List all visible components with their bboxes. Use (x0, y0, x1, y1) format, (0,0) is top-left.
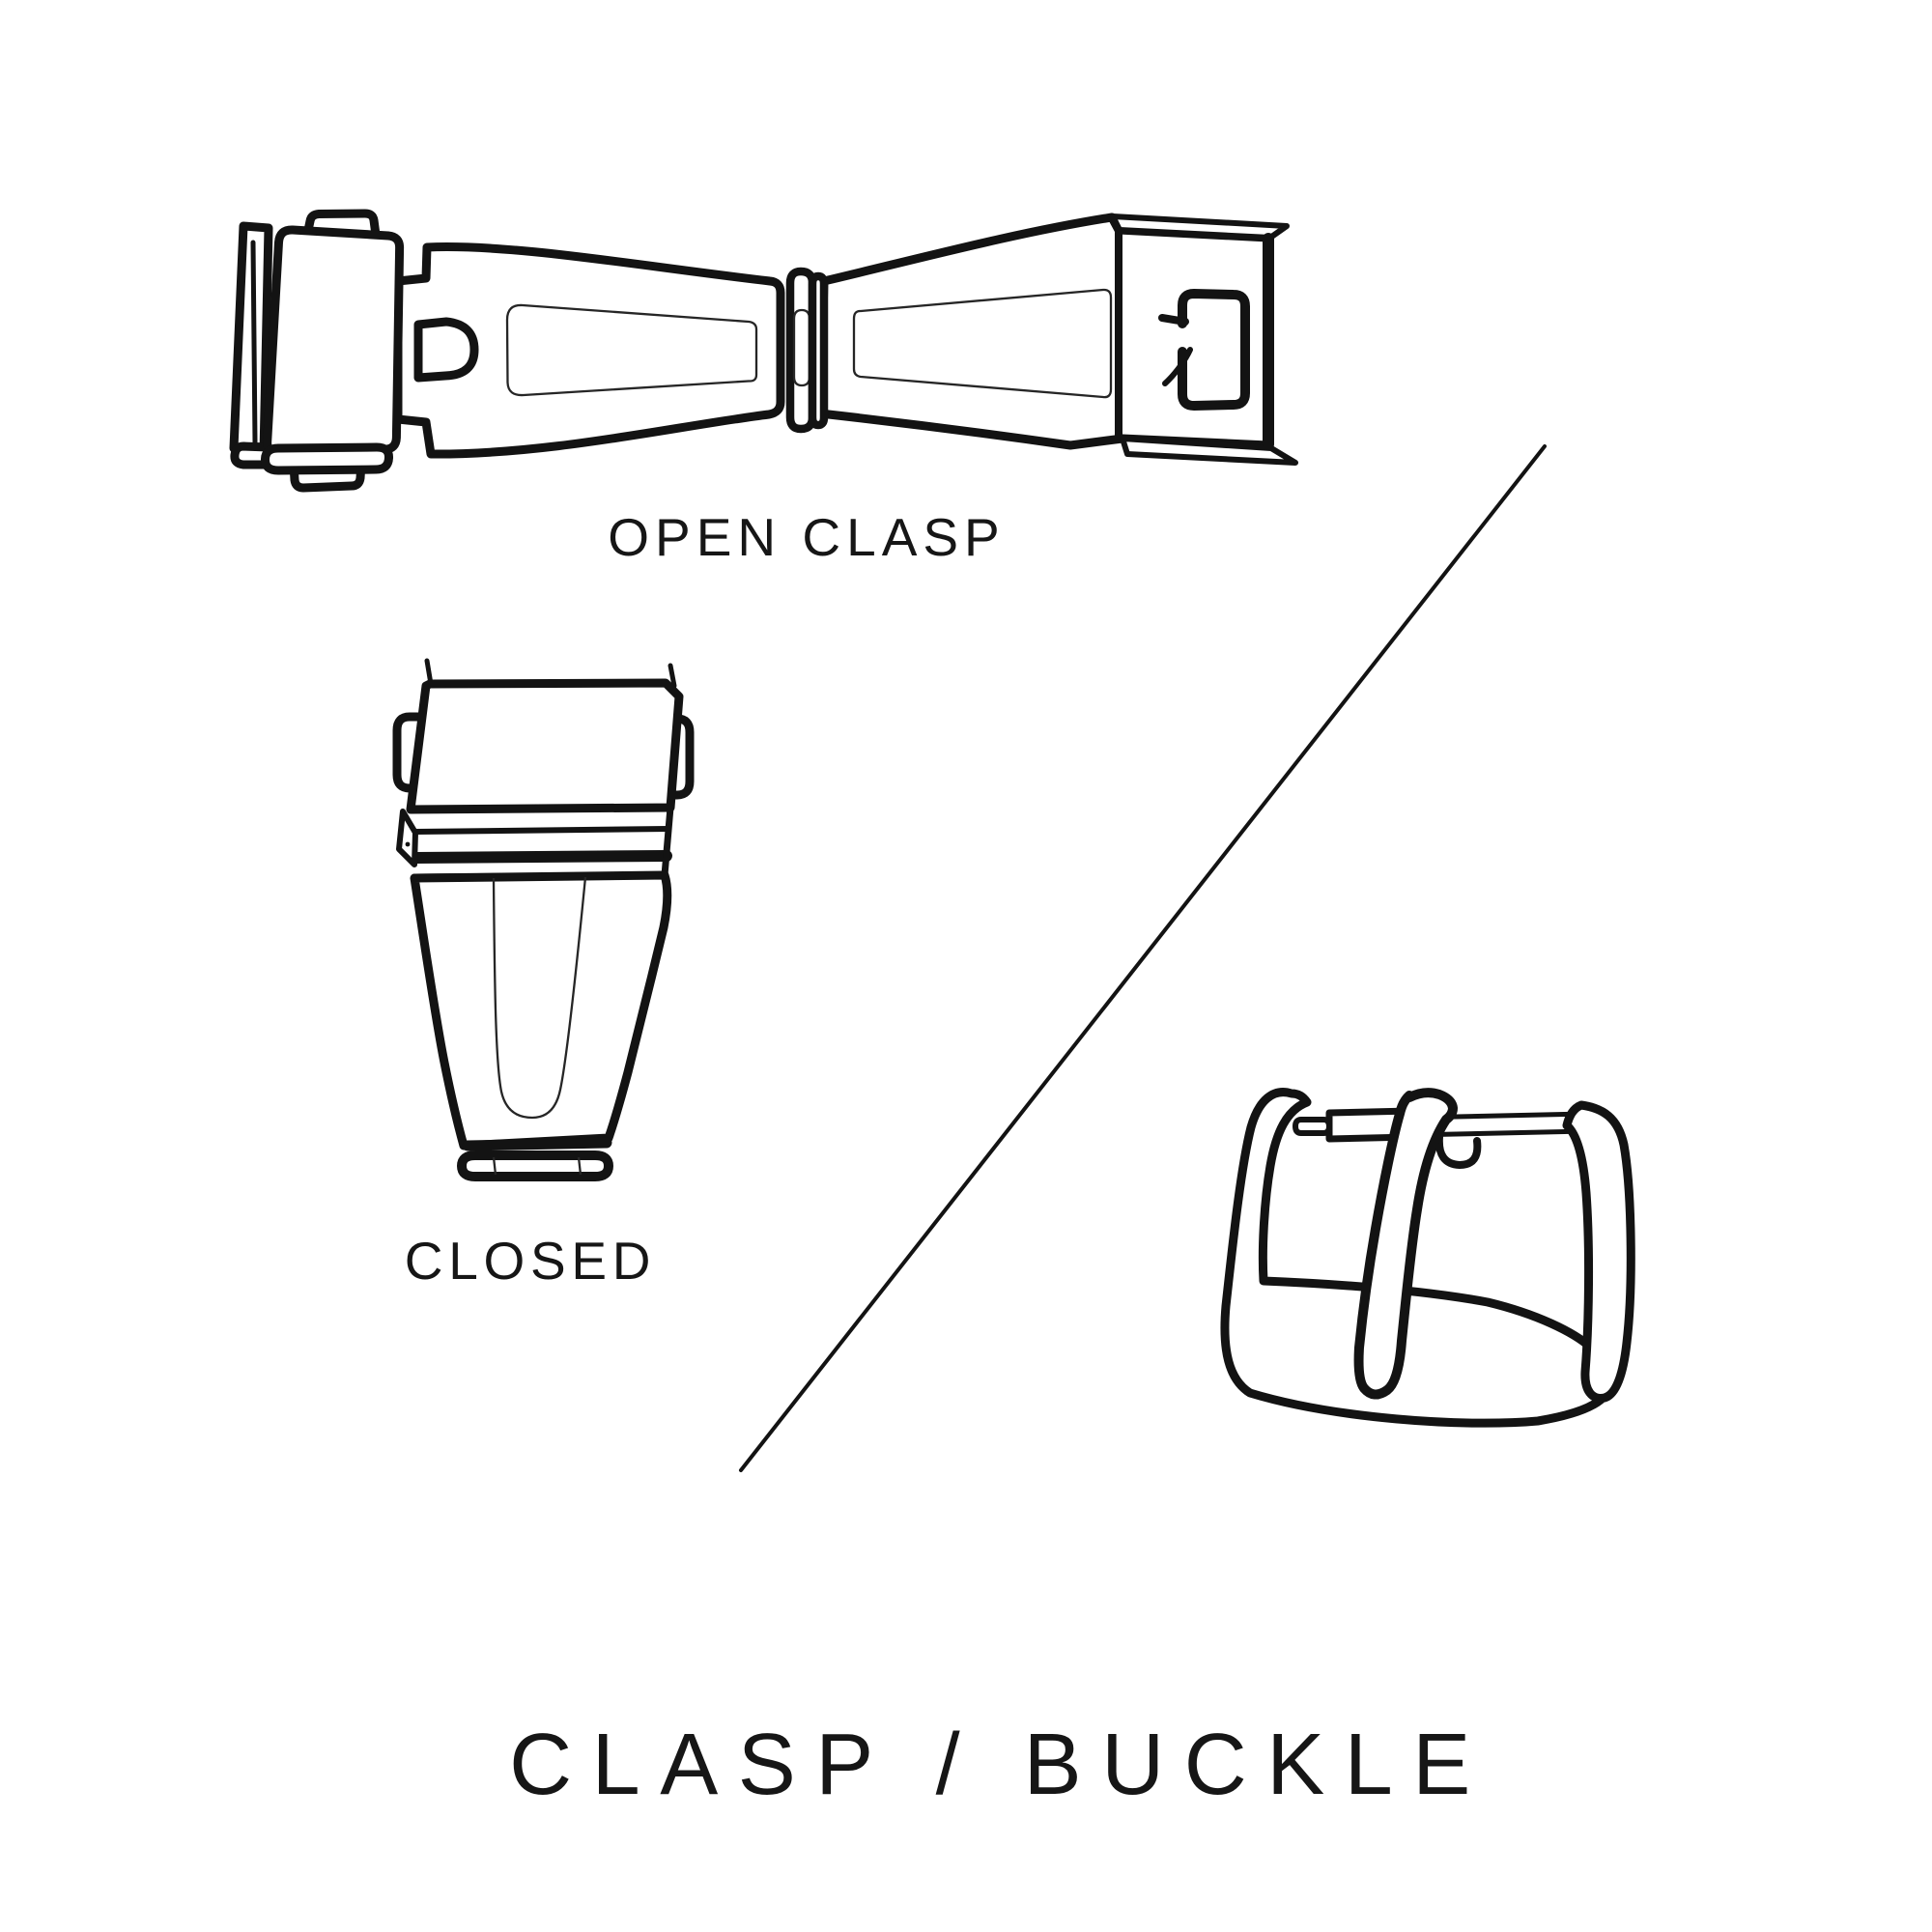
svg-text:CLOSED: CLOSED (405, 1231, 656, 1291)
svg-text:OPEN CLASP: OPEN CLASP (608, 507, 1006, 567)
svg-text:CLASP / BUCKLE: CLASP / BUCKLE (509, 1717, 1491, 1813)
